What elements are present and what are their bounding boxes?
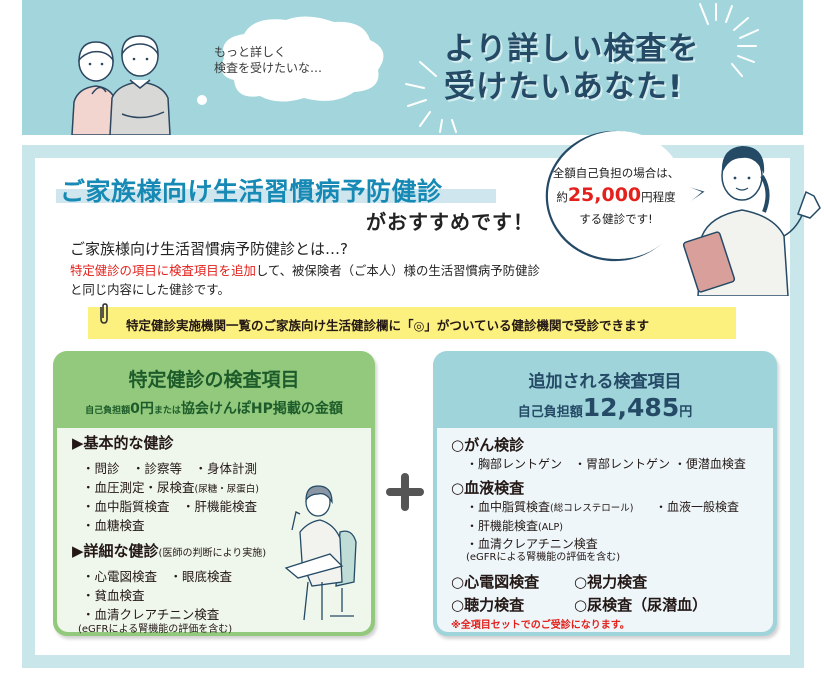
paperclip-icon [100, 303, 108, 324]
program-description: 特定健診の項目に検査項目を追加して、被保険者（ご本人）様の生活習慣病予防健診 と… [70, 261, 540, 299]
description-highlight: 特定健診の項目に検査項目を追加 [70, 263, 256, 278]
basic-checkup-heading: ▶基本的な健診 [72, 434, 174, 452]
cost-prefix: 自己負担額 [517, 405, 583, 420]
detailed-checkup-heading: ▶詳細な健診(医師の判断により実施) [72, 540, 266, 561]
thought-line-1: もっと詳しく [214, 45, 287, 59]
plus-icon [386, 473, 424, 511]
thought-cloud [197, 16, 384, 105]
additional-tests-cost: 自己負担額12,485円 [433, 393, 777, 422]
specific-checkup-title: 特定健診の検査項目 [128, 369, 300, 391]
basic-item: ・問診 ・診察等 ・身体計測 [82, 461, 258, 476]
detailed-item: ・心電図検査 ・眼底検査 [82, 569, 233, 584]
detailed-item: ・血清クレアチニン検査 [82, 607, 220, 622]
specific-checkup-cost: 自己負担額0円または協会けんぽHP掲載の金額 [53, 398, 375, 418]
bubble-line-2: 約25,000円程度 [548, 184, 684, 208]
blood-test-item: ・肝機能検査(ALP) [466, 517, 563, 534]
blood-test-heading: ○血液検査 [451, 479, 525, 497]
basic-item: ・血中脂質検査 ・肝機能検査 [82, 499, 258, 514]
description-line-2: と同じ内容にした健診です。 [70, 282, 230, 297]
cost-amount: 12,485 [582, 393, 680, 422]
program-title-suffix: がおすすめです！ [366, 210, 534, 234]
sparkle-lines-right [699, 3, 759, 77]
detailed-heading-text: ▶詳細な健診 [72, 542, 159, 560]
bubble-text: 全額自己負担の場合は、 約25,000円程度 する健診です! [548, 162, 684, 230]
other-test: ○尿検査（尿潜血） [574, 596, 708, 614]
blood-test-item: ・血液一般検査 [655, 500, 740, 514]
doctor-illustration [682, 146, 821, 296]
other-test: ○聴力検査 [451, 596, 525, 614]
blood-item-text: ・肝機能検査 [466, 519, 539, 533]
blood-test-item: ・血清クレアチニン検査 [466, 537, 598, 551]
full-cost-amount: 25,000 [567, 184, 642, 206]
notice-bar: 特定健診実施機関一覧のご家族向け生活健診欄に「◎」がついている健診機関で受診でき… [88, 303, 736, 339]
notice-text: 特定健診実施機関一覧のご家族向け生活健診欄に「◎」がついている健診機関で受診でき… [126, 318, 650, 333]
headline-line-1: より詳しい検査を [444, 31, 700, 67]
banner-headline: より詳しい検査を 受けたいあなた! [444, 30, 699, 106]
basic-item-text: ・血圧測定・尿検査 [82, 480, 195, 495]
additional-tests-box: 追加される検査項目 自己負担額12,485円 [433, 351, 777, 636]
egfr-note: (eGFRによる腎機能の評価を含む) [78, 624, 233, 635]
cancer-screening-items: ・胸部レントゲン ・胃部レントゲン ・便潜血検査 [466, 457, 746, 471]
detailed-item: ・貧血検査 [82, 588, 145, 603]
cancer-screening-heading: ○がん検診 [451, 436, 525, 454]
cost-amount: 0円 [130, 401, 154, 417]
bubble-line-1: 全額自己負担の場合は、 [552, 166, 680, 180]
blood-item-note: (ALP) [538, 522, 563, 533]
cost-alt: 協会けんぽHP掲載の金額 [180, 401, 343, 417]
blood-item-text: ・血中脂質検査 [466, 500, 551, 514]
bubble-suffix: 円程度 [641, 190, 676, 204]
set-note: ※全項目セットでのご受診になります。 [451, 620, 630, 631]
program-title: ご家族様向け生活習慣病予防健診 [60, 177, 443, 206]
cost-currency: 円 [679, 405, 693, 420]
top-banner: もっと詳しく 検査を受けたいな… より詳しい検査を 受けたいあなた! [22, 0, 803, 135]
seated-doctor-illustration [284, 485, 357, 621]
additional-tests-title: 追加される検査項目 [528, 372, 682, 392]
blood-test-item: ・血中脂質検査(総コレステロール) [466, 498, 633, 515]
title-highlight [56, 189, 496, 203]
basic-item: ・血圧測定・尿検査(尿糖・尿蛋白) [82, 477, 259, 496]
bubble-prefix: 約 [556, 190, 568, 204]
other-test: ○心電図検査 [451, 573, 540, 591]
basic-item-note: (尿糖・尿蛋白) [194, 484, 259, 495]
egfr-note: (eGFRによる腎機能の評価を含む) [466, 552, 621, 563]
headline-line-2: 受けたいあなた! [444, 69, 684, 105]
blood-item-note: (総コレステロール) [550, 503, 634, 514]
thought-text: もっと詳しく 検査を受けたいな… [214, 44, 322, 76]
program-question: ご家族様向け生活習慣病予防健診とは…? [70, 240, 348, 258]
additional-tests-list [437, 428, 773, 632]
speech-bubble [545, 130, 705, 262]
cost-or: または [153, 406, 181, 416]
thought-line-2: 検査を受けたいな… [214, 61, 323, 75]
detailed-heading-note: (医師の判断により実施) [158, 548, 267, 559]
couple-illustration [71, 35, 171, 135]
description-line-1: して、被保険者（ご本人）様の生活習慣病予防健診 [255, 263, 540, 278]
basic-item: ・血糖検査 [82, 518, 145, 533]
other-test: ○視力検査 [574, 573, 648, 591]
cost-prefix: 自己負担額 [85, 406, 131, 416]
bubble-line-3: する健診です! [579, 212, 653, 226]
